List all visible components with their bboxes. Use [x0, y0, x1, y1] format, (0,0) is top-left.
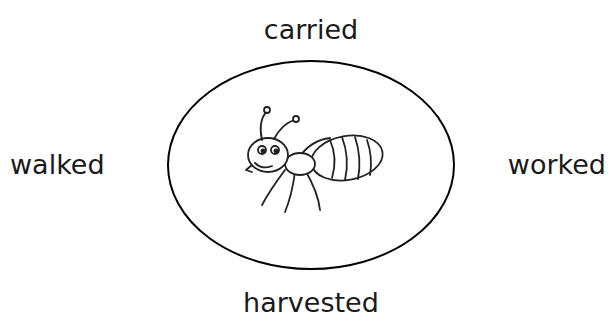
ant-figure — [246, 107, 386, 212]
word-label: carried — [264, 15, 358, 45]
word-label: worked — [508, 150, 606, 180]
oval-outline — [168, 61, 454, 269]
word-label: harvested — [243, 288, 379, 318]
word-label: walked — [10, 150, 105, 180]
